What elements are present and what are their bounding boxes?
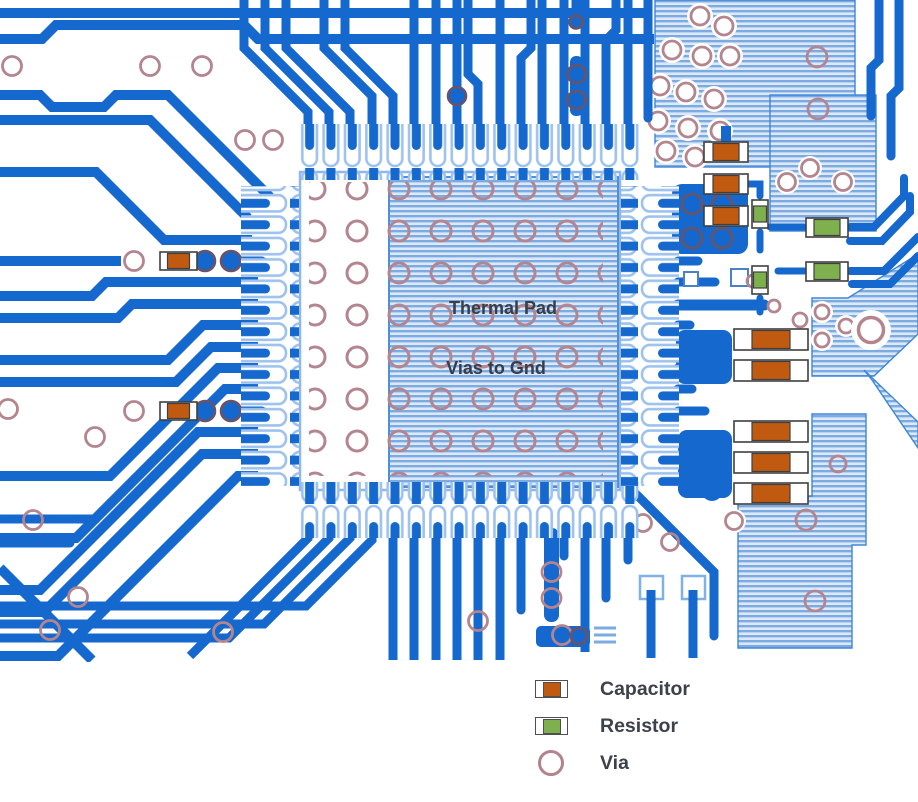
legend: Capacitor Resistor Via (0, 668, 918, 802)
capacitor (703, 141, 749, 163)
thermal-via-grid (309, 182, 603, 476)
capacitor (733, 359, 809, 382)
pcb-layout: Thermal Pad Vias to Gnd (0, 0, 918, 662)
resistor (805, 217, 849, 238)
trace (0, 167, 252, 245)
capacitor (733, 420, 809, 443)
legend-label: Via (600, 751, 629, 774)
resistor (751, 199, 769, 229)
legend-item-via: Via (524, 750, 629, 776)
thermal-pad-label: Thermal Pad (449, 298, 557, 318)
capacitor (159, 401, 198, 421)
trace (0, 564, 96, 662)
vias-to-gnd-label: Vias to Gnd (446, 358, 546, 378)
trace (0, 449, 258, 617)
capacitor (733, 482, 809, 505)
resistor-icon (534, 717, 568, 735)
square-pad (730, 268, 749, 287)
right-components (672, 126, 849, 505)
trace (0, 299, 258, 323)
trace (0, 363, 258, 481)
resistor (805, 261, 849, 282)
left-pad-row (241, 186, 299, 486)
capacitor-icon (534, 680, 568, 698)
legend-label: Capacitor (600, 677, 690, 700)
right-pad-row (621, 186, 679, 486)
capacitor (733, 328, 809, 351)
chip-footprint: Thermal Pad Vias to Gnd (298, 170, 622, 492)
capacitor (159, 251, 198, 271)
resistor (751, 265, 769, 295)
trace (0, 342, 258, 387)
legend-label: Resistor (600, 714, 679, 737)
trace (0, 90, 274, 201)
legend-item-resistor: Resistor (524, 714, 678, 738)
via-icon (538, 750, 564, 776)
capacitor (733, 451, 809, 474)
capacitor (703, 205, 749, 227)
trace (0, 115, 252, 222)
top-pad-row (297, 124, 639, 180)
left-inline-capacitors (0, 249, 243, 423)
capacitor (703, 173, 749, 195)
right-traces (672, 0, 918, 416)
ground-pour (863, 369, 918, 450)
trace (0, 320, 258, 365)
bottom-pad-row (297, 482, 639, 538)
square-pad (683, 271, 699, 287)
chip-pads (241, 124, 679, 538)
ground-pour (737, 413, 867, 649)
legend-item-capacitor: Capacitor (524, 677, 690, 701)
ground-pour (769, 94, 877, 232)
trace (0, 277, 258, 301)
scattered-vias (1, 55, 284, 643)
